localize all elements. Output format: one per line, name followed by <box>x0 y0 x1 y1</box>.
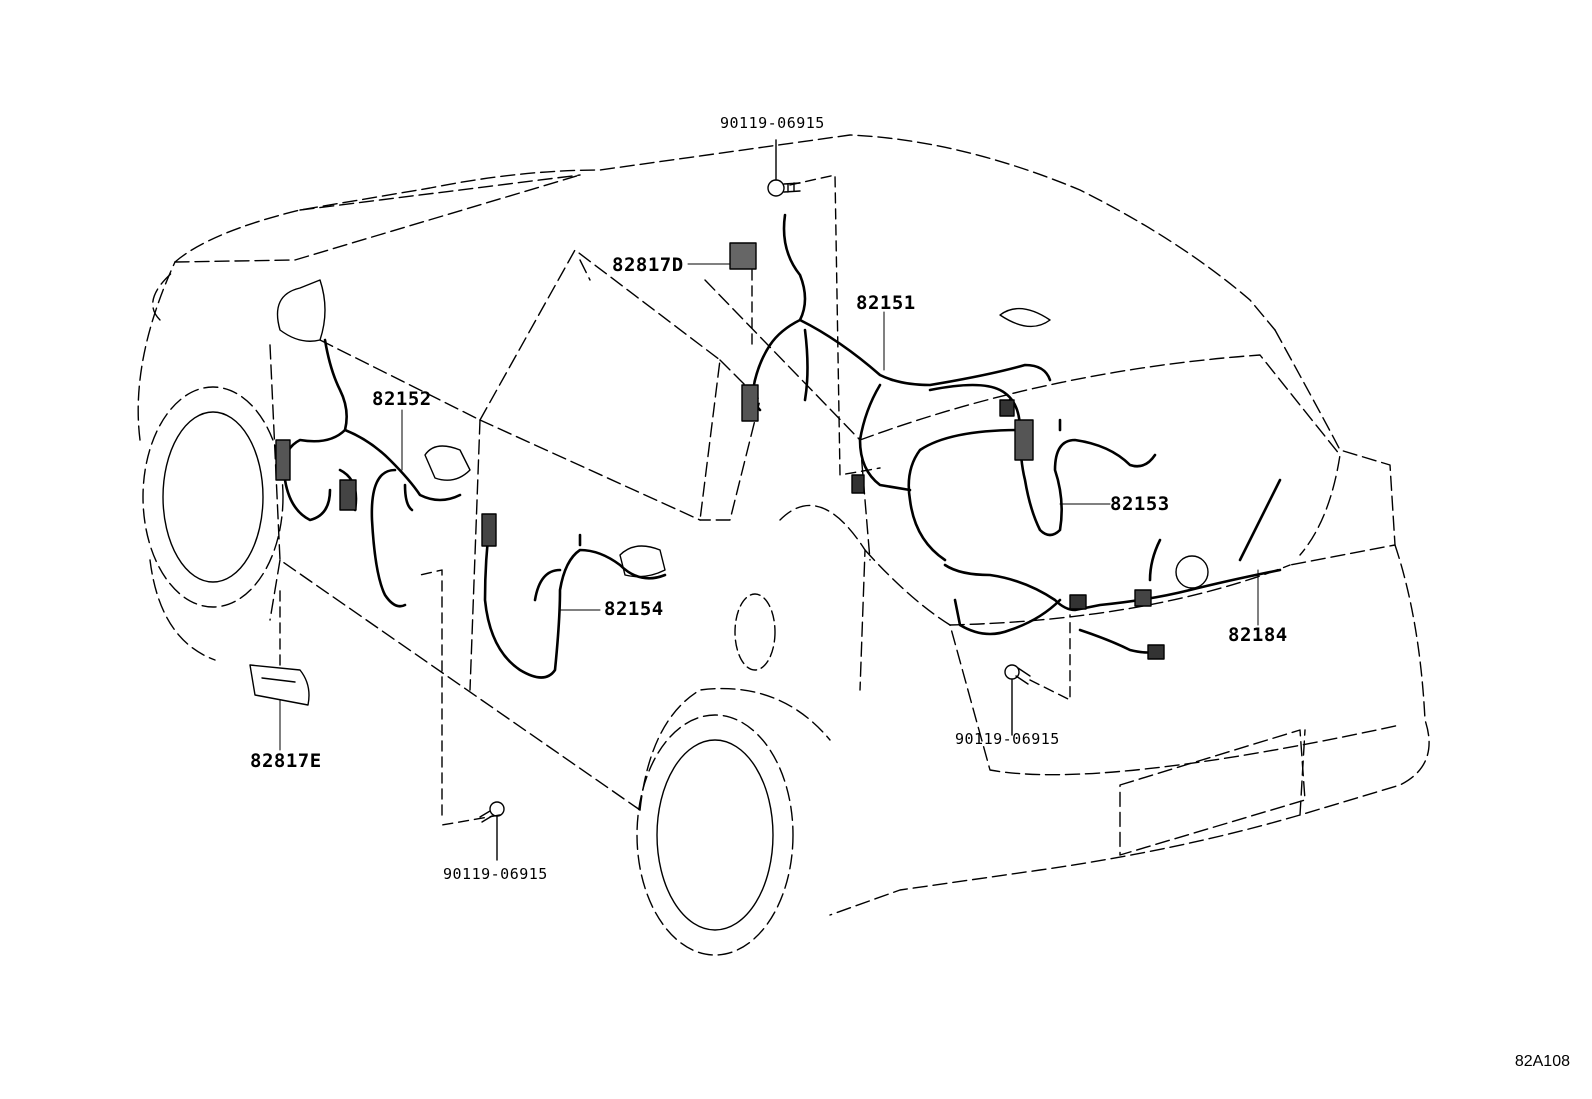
rear-wheel <box>636 714 794 956</box>
connector <box>851 474 865 494</box>
rear-door-handle <box>619 545 666 578</box>
connector <box>1069 594 1087 610</box>
car-body-outline <box>137 134 1430 916</box>
front-wheel <box>142 386 284 661</box>
callout-leaders <box>279 263 1259 751</box>
figure-id: 82A108 <box>1514 1053 1570 1070</box>
connector <box>339 479 357 511</box>
bracket-82817e <box>249 664 310 706</box>
roof-antenna <box>999 307 1051 328</box>
connector <box>275 439 291 481</box>
callout-82153: 82153 <box>1110 493 1170 515</box>
callout-82817e: 82817E <box>250 750 322 772</box>
callout-82817d: 82817D <box>612 254 684 276</box>
bolt-icon <box>479 801 505 861</box>
front-door-handle <box>424 445 471 481</box>
harness-82151 <box>752 213 1052 492</box>
rear-emblem <box>1175 555 1209 589</box>
callout-82154: 82154 <box>604 598 664 620</box>
callout-82152: 82152 <box>372 388 432 410</box>
connector <box>1147 644 1165 660</box>
harness-82154 <box>483 518 667 679</box>
callout-82151: 82151 <box>856 292 916 314</box>
callout-bolt-bottom: 90119-06915 <box>443 865 548 883</box>
bolt-icon <box>767 139 801 197</box>
callout-82184: 82184 <box>1228 624 1288 646</box>
callout-bolt-rear: 90119-06915 <box>955 730 1060 748</box>
connector <box>1014 419 1034 461</box>
bolt-icon <box>1004 664 1031 736</box>
fuel-door <box>734 593 776 671</box>
bracket-82817d <box>729 242 757 270</box>
connector <box>1134 589 1152 607</box>
connector <box>481 513 497 547</box>
connector <box>741 384 759 422</box>
side-mirror <box>276 279 326 342</box>
callout-bolt-top: 90119-06915 <box>720 114 825 132</box>
connector <box>999 399 1015 417</box>
